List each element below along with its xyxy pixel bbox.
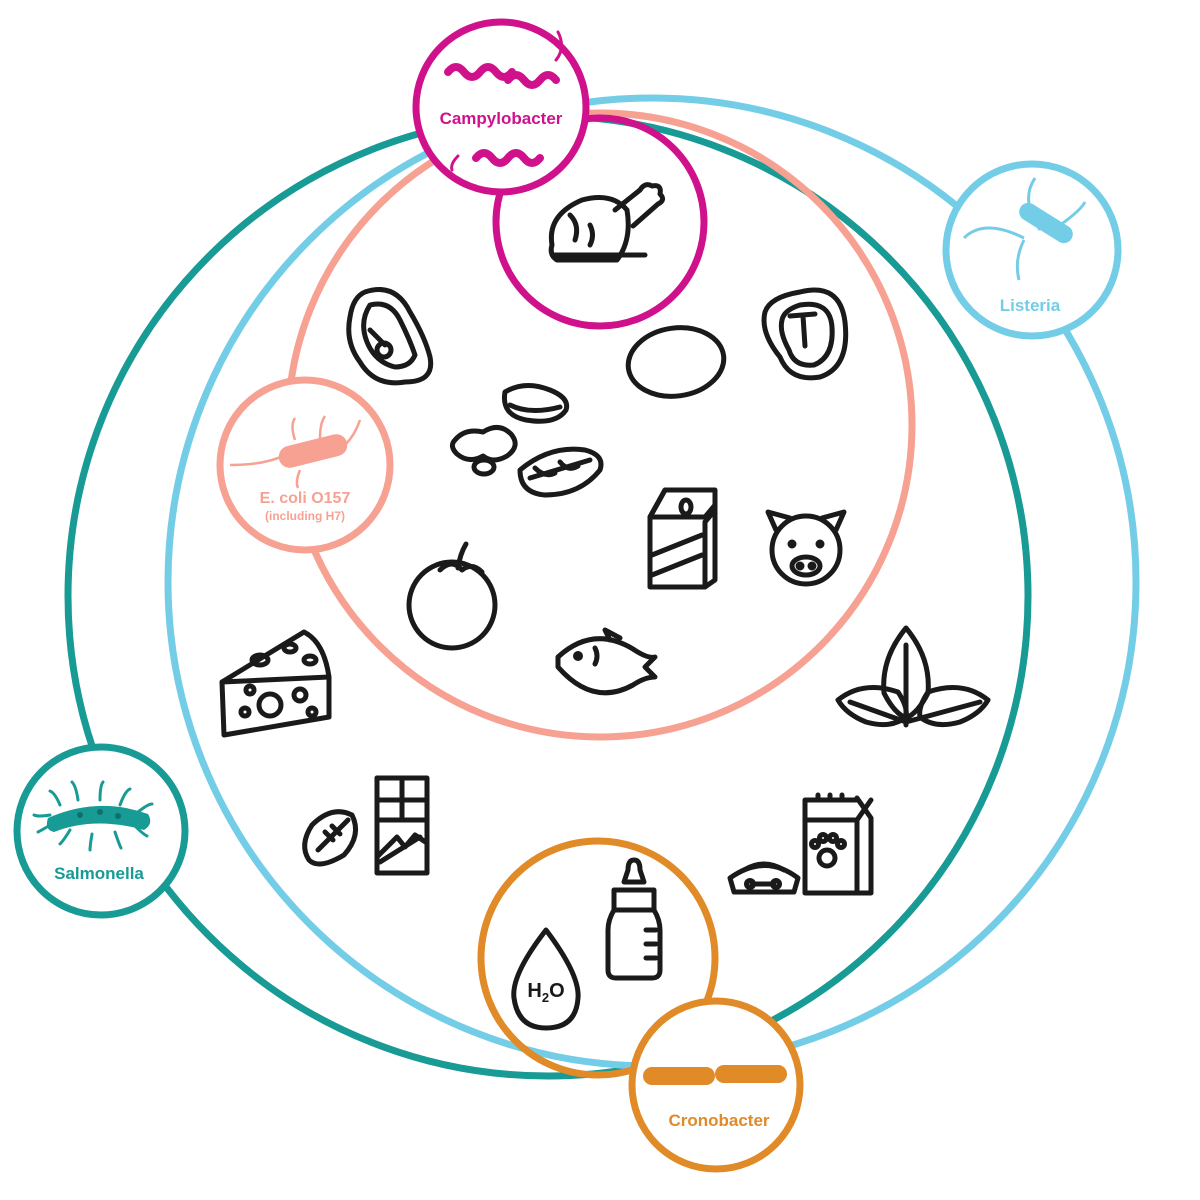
- ecoli-label-line2: (including H7): [265, 509, 345, 523]
- t-bone-steak-icon: [761, 287, 849, 381]
- salmonella-badge: Salmonella: [13, 743, 189, 919]
- ecoli-bacterium-icon: [229, 415, 362, 489]
- ecoli-badge: E. coli O157 (including H7): [216, 376, 394, 554]
- cronobacter-label: Cronobacter: [668, 1111, 769, 1130]
- salmonella-label: Salmonella: [54, 864, 144, 883]
- leafy-greens-icon: [835, 625, 991, 728]
- salmonella-bacterium-icon: [32, 780, 154, 852]
- baby-bottle-icon: [605, 857, 663, 981]
- listeria-badge: Listeria: [942, 160, 1122, 340]
- water-label-h: H: [527, 980, 541, 1002]
- campylobacter-badge: Campylobacter: [412, 18, 590, 196]
- listeria-bacterium-icon: [962, 177, 1087, 281]
- pig-icon: [765, 509, 847, 587]
- campylobacter-ring: [492, 114, 708, 330]
- water-label-o: O: [549, 980, 565, 1002]
- campylobacter-bacterium-icon: [444, 30, 563, 172]
- fish-icon: [555, 627, 658, 696]
- cheese-icon: [219, 629, 332, 738]
- milk-carton-icon: [647, 487, 718, 590]
- water-label: H2O: [527, 980, 564, 1005]
- poultry-icon: [548, 182, 666, 263]
- campylobacter-label: Campylobacter: [440, 109, 563, 128]
- cronobacter-bacterium-icon: [643, 1065, 787, 1085]
- chocolate-icon: [302, 775, 430, 876]
- pet-food-icon: [727, 792, 874, 896]
- steak-icon: [346, 287, 434, 386]
- ecoli-label-line1: E. coli O157: [260, 490, 351, 507]
- listeria-label: Listeria: [1000, 296, 1061, 315]
- cronobacter-badge: Cronobacter: [628, 997, 804, 1173]
- egg-icon: [625, 325, 727, 399]
- tomato-icon: [406, 541, 498, 651]
- water-label-2: 2: [542, 990, 549, 1005]
- cronobacter-ring: [477, 837, 719, 1079]
- nuts-icon: [449, 383, 604, 498]
- water-drop-icon: H2O: [511, 927, 581, 1031]
